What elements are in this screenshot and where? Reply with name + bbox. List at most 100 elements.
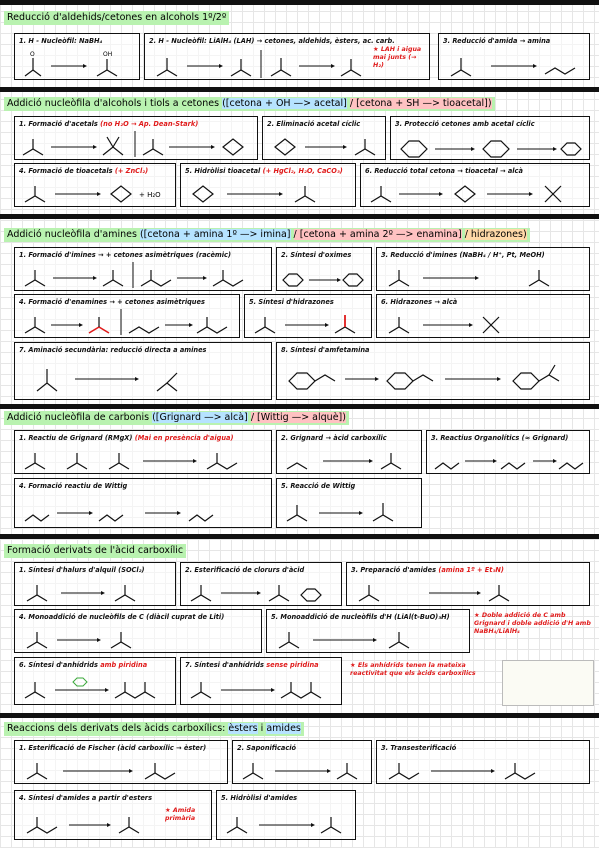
box-sintesi-amides-esters: 4. Síntesi d'amides a partir d'esters ★ …: [14, 790, 212, 840]
box-title: 2. Esterificació de clorurs d'àcid: [185, 566, 305, 574]
tioacetal-highlight: / [cetona + SH —> tioacetal]): [349, 98, 492, 109]
reaction-scheme: [450, 58, 576, 77]
section-divider: [0, 214, 599, 219]
box-anhidrids-sense-piridina: 7. Síntesi d'anhídrids sense piridina: [180, 657, 342, 705]
box-formacio-acetals: 1. Formació d'acetals (no H₂O → Ap. Dean…: [14, 116, 258, 160]
reaction-scheme: [192, 185, 316, 203]
box-monoaddicio-c: 4. Monoaddició de nucleòfils de C (diàci…: [14, 609, 262, 653]
box-title: 3. Transesterificació: [381, 744, 457, 752]
reaction-scheme: [282, 273, 364, 287]
box-title-note: (Mai en presència d'aigua): [134, 434, 234, 442]
box-title: 1. Formació d'acetals (no H₂O → Ap. Dean…: [19, 120, 198, 128]
box-title-note: (no H₂O → Ap. Dean-Stark): [100, 120, 199, 128]
section-divider: [0, 87, 599, 92]
box-title-text: 1. Reactiu de Grignard (RMgX): [19, 434, 133, 442]
box-title: 6. Reducció total cetona → tioacetal → a…: [365, 167, 523, 175]
box-hidrolisi-amides: 5. Hidròlisi d'amides: [216, 790, 356, 840]
box-monoaddicio-h: 5. Monoaddició de nucleòfils d'H (LiAl(t…: [266, 609, 470, 653]
svg-text:+ H₂O: + H₂O: [139, 191, 161, 199]
box-title: 1. Esterificació de Fischer (àcid carbox…: [19, 744, 207, 752]
box-sintesi-hidrazones: 5. Síntesi d'hidrazones: [244, 294, 372, 338]
box-transesterificacio: 3. Transesterificació: [376, 740, 590, 784]
box-title: 3. Protecció cetones amb acetal cíclic: [395, 120, 535, 128]
reaction-scheme: [226, 817, 342, 834]
reaction-scheme: [190, 682, 322, 699]
box-title: 8. Síntesi d'amfetamina: [281, 346, 370, 354]
and-text: i: [260, 723, 264, 734]
box-formacio-tioacetals: 4. Formació de tioacetals (+ ZnCl₂) + H₂…: [14, 163, 176, 207]
section-title-alcohols-tiols: Addició nucleòfila d'alcohols i tiols a …: [4, 97, 495, 111]
box-organolitics: 3. Reactius Organolítics (≈ Grignard): [426, 430, 590, 474]
reaction-scheme: [26, 817, 140, 834]
box-title: 4. Formació d'enamines → + cetones asimè…: [19, 298, 205, 306]
box-title: 1. H - Nucleòfil: NaBH₄: [19, 37, 103, 45]
box-title: 3. Reducció d'imines (NaBH₄ / H⁺, Pt, Me…: [381, 251, 545, 259]
reaction-scheme: [286, 453, 402, 470]
box-anhidrids-piridina: 6. Síntesi d'anhídrids amb piridina: [14, 657, 176, 705]
box-formacio-wittig: 4. Formació reactiu de Wittig: [14, 478, 272, 528]
box-title: 4. Síntesi d'amides a partir d'esters: [19, 794, 152, 802]
section-divider: [0, 713, 599, 718]
box-title: 2. Síntesi d'oximes: [281, 251, 352, 259]
reaction-scheme: [388, 270, 550, 287]
reaction-scheme: [358, 585, 510, 602]
anhidrids-note: ★ Els anhídrids tenen la mateixa reactiv…: [350, 662, 476, 677]
box-reduccio-imines: 3. Reducció d'imines (NaBH₄ / H⁺, Pt, Me…: [376, 247, 590, 291]
box-title-note: (+ ZnCl₂): [114, 167, 149, 175]
reaction-scheme: [388, 316, 500, 334]
reaction-scheme: + H₂O: [24, 185, 161, 203]
reaction-scheme: [434, 459, 584, 470]
reaction-scheme: [370, 185, 562, 203]
box-title: 2. Saponificació: [237, 744, 297, 752]
reaction-scheme: [288, 364, 560, 390]
box-title-note: (+ HgCl₂, H₂O, CaCO₃): [262, 167, 343, 175]
box-title: 1. Reactiu de Grignard (RMgX) (Mai en pr…: [19, 434, 234, 442]
reaction-scheme: [24, 511, 214, 522]
section-title-text: Addició nucleòfila d'alcohols i tiols a …: [7, 98, 220, 109]
reaction-scheme: [26, 585, 136, 602]
box-title: 2. Eliminació acetal cíclic: [267, 120, 361, 128]
section-title-derivats: Formació derivats de l'àcid carboxílic: [4, 544, 187, 558]
box-title: 7. Aminació secundària: reducció directa…: [19, 346, 207, 354]
box-title-text: 1. Formació d'acetals: [19, 120, 98, 128]
box-esterificacio-clorurs: 2. Esterificació de clorurs d'àcid: [180, 562, 342, 606]
lah-warning-note: ★ LAH i aigua mai junts (→ H₂): [373, 46, 422, 69]
box-title: 2. Grignard → àcid carboxílic: [281, 434, 387, 442]
box-title-text: 6. Síntesi d'anhídrids: [19, 661, 98, 669]
box-grignard-acid: 2. Grignard → àcid carboxílic: [276, 430, 422, 474]
box-title: 4. Monoaddició de nucleòfils de C (diàci…: [19, 613, 225, 621]
reaction-scheme: [22, 131, 244, 157]
reaction-scheme: [26, 763, 176, 780]
acetal-highlight: ([cetona + OH —> acetal]: [222, 98, 347, 109]
reaction-scheme: [286, 503, 394, 522]
section-title-text: Addició nucleòfila de carbonis: [7, 412, 150, 423]
box-title: 4. Formació de tioacetals (+ ZnCl₂): [19, 167, 148, 175]
svg-text:OH: OH: [103, 51, 112, 58]
box-formacio-imines: 1. Formació d'imines → + cetones asimètr…: [14, 247, 272, 291]
reaction-scheme: [26, 632, 132, 649]
box-title: 4. Formació reactiu de Wittig: [19, 482, 128, 490]
box-halurs-alquil: 1. Síntesi d'halurs d'alquil (SOCl₂): [14, 562, 176, 606]
reaction-scheme: [274, 138, 376, 156]
doble-addicio-note: ★ Doble addició de C amb Grignard i dobl…: [474, 612, 591, 635]
box-preparacio-amides: 3. Preparació d'amides (amina 1º + Et₃N): [346, 562, 590, 606]
reaction-scheme: [388, 763, 536, 780]
reaction-scheme: O OH: [24, 51, 118, 77]
box-title: 3. Preparació d'amides (amina 1º + Et₃N): [351, 566, 504, 574]
box-esterificacio-fischer: 1. Esterificació de Fischer (àcid carbox…: [14, 740, 228, 784]
box-title-text: 5. Hidròlisi tioacetal: [185, 167, 261, 175]
box-title: 5. Síntesi d'hidrazones: [249, 298, 334, 306]
section-divider: [0, 534, 599, 539]
box-reactiu-grignard: 1. Reactiu de Grignard (RMgX) (Mai en pr…: [14, 430, 272, 474]
section-divider: [0, 0, 599, 5]
wittig-highlight: / [Wittig —> alquè]): [250, 412, 346, 423]
box-title-text: 4. Formació de tioacetals: [19, 167, 113, 175]
reaction-scheme: [278, 632, 410, 649]
reaction-scheme: [190, 585, 322, 602]
section-title-amines: Addició nucleòfila d'amines ([cetona + a…: [4, 228, 530, 242]
box-sintesi-amfetamina: 8. Síntesi d'amfetamina: [276, 342, 590, 400]
grignard-highlight: ([Grignard —> alcà]: [152, 412, 248, 423]
box-title-text: 3. Preparació d'amides: [351, 566, 437, 574]
box-formacio-enamines: 4. Formació d'enamines → + cetones asimè…: [14, 294, 240, 338]
section-divider: [0, 404, 599, 409]
